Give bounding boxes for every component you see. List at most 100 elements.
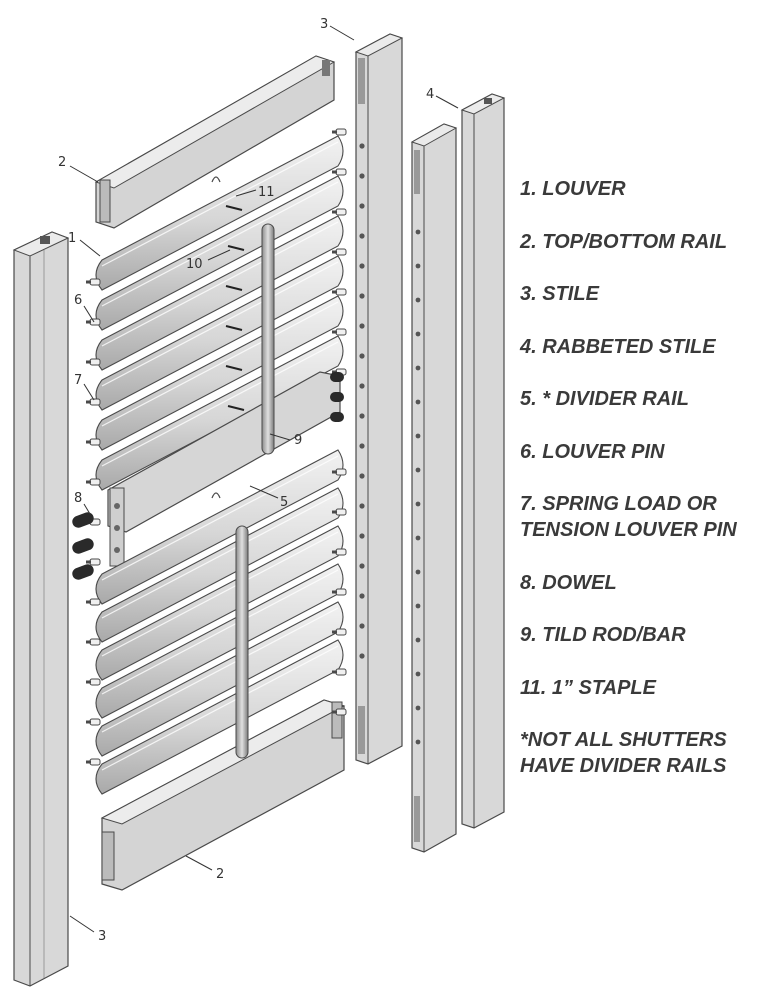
stile-hole [359, 233, 365, 239]
stile-hole [415, 399, 421, 405]
louver [95, 525, 344, 681]
staple [225, 325, 243, 331]
louver [95, 449, 344, 605]
louver-pin [86, 558, 101, 566]
callout-11: 11 [258, 185, 275, 200]
louver [95, 175, 344, 331]
louver-pin [332, 248, 347, 256]
louver-pin [332, 708, 347, 716]
stile-hole [359, 353, 365, 359]
louver [95, 487, 344, 643]
stile-hole [415, 365, 421, 371]
stile-hole [359, 383, 365, 389]
louver-pin [332, 548, 347, 556]
upper-louver-bank [95, 135, 344, 491]
stile-hole [415, 603, 421, 609]
louver [95, 295, 344, 451]
callout-2-bottom: 2 [216, 867, 224, 882]
louver-pin [332, 668, 347, 676]
louver [95, 135, 344, 291]
legend-item: 1. LOUVER [520, 178, 626, 200]
stile-hole [415, 433, 421, 439]
louver-pin [332, 508, 347, 516]
middle-stile [354, 33, 404, 765]
louver-pin [86, 758, 101, 766]
louver-pin [332, 128, 347, 136]
louver [95, 215, 344, 371]
callout-1: 1 [68, 231, 76, 246]
dowels [72, 372, 344, 580]
stile-hole [359, 263, 365, 269]
lower-louver-bank [95, 449, 344, 795]
louver-pins [86, 128, 347, 766]
stile-hole [415, 501, 421, 507]
louver-pin [332, 328, 347, 336]
stile-hole [415, 467, 421, 473]
callout-2-top: 2 [58, 155, 66, 170]
legend-item: 7. SPRING LOAD OR TENSION LOUVER PIN [520, 493, 737, 541]
louver [95, 255, 344, 411]
stile-hole [359, 503, 365, 509]
callout-4: 4 [426, 87, 434, 102]
louver-pin [332, 628, 347, 636]
stile-hole [415, 705, 421, 711]
callout-6: 6 [74, 293, 82, 308]
louver-pin [86, 398, 101, 406]
legend-item: 6. LOUVER PIN [520, 440, 665, 463]
tilt-rod-upper [261, 223, 275, 455]
stile-hole [359, 593, 365, 599]
stile-hole [359, 563, 365, 569]
callout-7: 7 [74, 373, 82, 388]
louver-pin [86, 358, 101, 366]
stile-hole [415, 535, 421, 541]
stile-hole [359, 323, 365, 329]
staple [227, 405, 245, 411]
callout-10: 10 [186, 257, 203, 272]
louver-pin [332, 208, 347, 216]
louver-pin [332, 588, 347, 596]
staples [225, 205, 245, 411]
tilt-rod-lower [235, 525, 249, 759]
callout-9: 9 [294, 433, 302, 448]
stile-hole [359, 413, 365, 419]
legend-item: 2. TOP/BOTTOM RAIL [520, 230, 728, 253]
stile-hole [415, 297, 421, 303]
left-stile [12, 231, 70, 987]
legend-item: 11. 1” STAPLE [520, 676, 656, 699]
legend-item: 9. TILD ROD/BAR [520, 624, 686, 646]
staple [225, 205, 243, 211]
stile-hole [359, 623, 365, 629]
callouts: 3 4 2 1 11 10 6 7 9 8 5 2 3 [58, 17, 459, 944]
stile-hole [359, 473, 365, 479]
staple [225, 285, 243, 291]
louver-pin [332, 168, 347, 176]
louver-pin [86, 438, 101, 446]
stile-hole [415, 637, 421, 643]
staple [225, 365, 243, 371]
callout-5: 5 [280, 495, 288, 510]
louver-pin [86, 678, 101, 686]
legend-item: 5. * DIVIDER RAIL [520, 388, 689, 410]
callout-3-top: 3 [320, 17, 328, 32]
louver-pin [332, 468, 347, 476]
stile-hole [359, 203, 365, 209]
legend-item: 8. DOWEL [520, 571, 617, 594]
rabbeted-stile-front [410, 123, 458, 853]
louver-pin [86, 478, 101, 486]
louver-pin [86, 718, 101, 726]
staple [227, 245, 245, 251]
top-rail [94, 55, 336, 229]
divider-rail [107, 371, 341, 567]
legend-note: *NOT ALL SHUTTERS HAVE DIVIDER RAILS [520, 729, 727, 777]
callout-8: 8 [74, 491, 82, 506]
stile-hole [415, 569, 421, 575]
stile-hole [415, 229, 421, 235]
stile-hole [359, 443, 365, 449]
stile-hole [415, 671, 421, 677]
stile-hole [359, 533, 365, 539]
legend-item: 4. RABBETED STILE [520, 335, 716, 358]
stile-hole [359, 293, 365, 299]
